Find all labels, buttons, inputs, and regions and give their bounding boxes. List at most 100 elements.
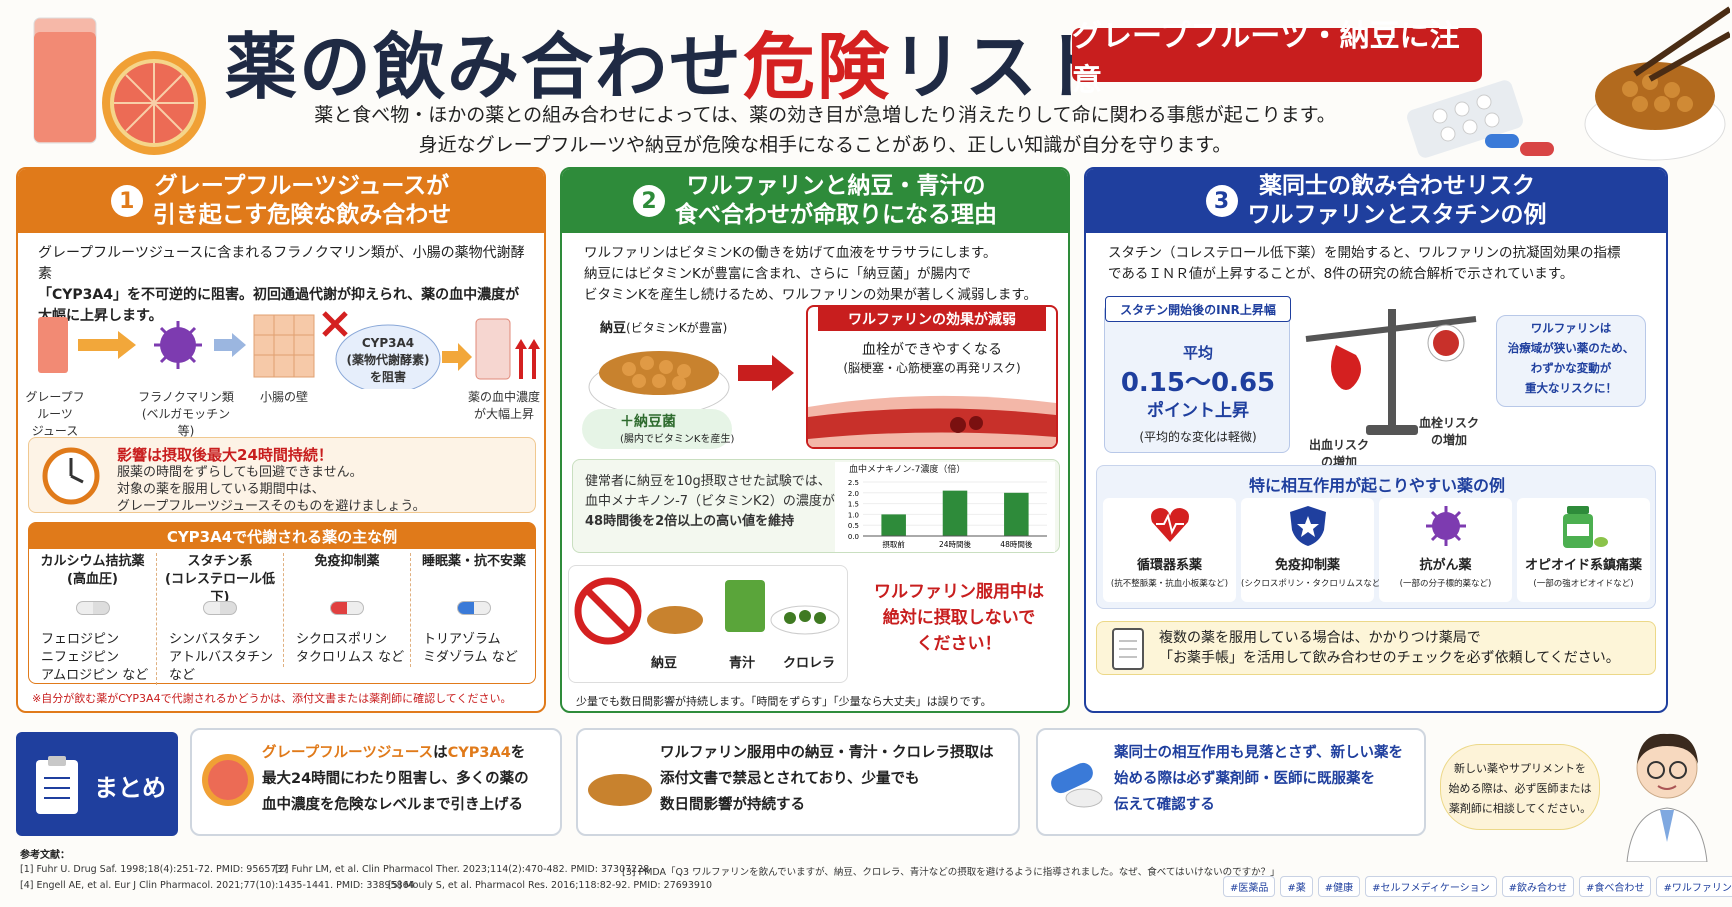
summary-text: ワルファリン服用中の納豆・青汁・クロレラ摂取は添付文書で禁忌とされており、少量で… (660, 745, 994, 813)
summary-item-warfarin: ワルファリン服用中の納豆・青汁・クロレラ摂取は添付文書で禁忌とされており、少量で… (576, 728, 1020, 836)
example-name: 循環器系薬 (1136, 558, 1202, 573)
study-text: 健常者に納豆を10g摂取させた試験では、血中メナキノン-7（ビタミンK2）の濃度… (585, 474, 835, 529)
drug-names: シンバスタチン アトルバスタチン など (169, 632, 274, 683)
example-sub: (抗不整脈薬・抗血小板薬など) (1110, 579, 1229, 589)
inr-box: スタチン開始後のINR上昇幅 平均 0.15～0.65 ポイント上昇 (平均的な… (1104, 296, 1291, 453)
x-tick-label: 摂取前 (882, 539, 905, 549)
capsule-icon (1051, 762, 1103, 808)
panel-header: 3 薬同士の飲み合わせリスクワルファリンとスタチンの例 (1086, 169, 1666, 233)
example-sub: (一部の分子標的薬など) (1399, 579, 1492, 589)
hashtag[interactable]: #薬 (1280, 876, 1313, 897)
drug-names: フェロジピン ニフェジピン アムロジピン など (41, 632, 149, 683)
grapefruit-panel: 1 グレープフルーツジュースが引き起こす危険な飲み合わせ グレープフルーツジュー… (16, 167, 546, 713)
hashtag[interactable]: #食べ合わせ (1579, 876, 1652, 897)
interaction-example-4: オピオイド系鎮痛薬 (一部の強オピオイドなど) (1517, 498, 1650, 602)
lead-text: 薬と食べ物・ほかの薬との組み合わせによっては、薬の効き目が急増したり消えたりして… (314, 104, 1336, 156)
section-number: 2 (633, 185, 665, 217)
doctor-illustration (1626, 733, 1708, 862)
natto-bowl-icon (588, 351, 730, 416)
natto-label: 納豆(ビタミンKが豊富) (600, 321, 728, 336)
warfarin-note-bubble: ワルファリンは 治療域が狭い薬のため、 わずかな変動が 重大なリスクに！ (1496, 315, 1646, 407)
reference-5: [5] Mouly S, et al. Pharmacol Res. 2016;… (388, 880, 713, 891)
example-sub: (一部の強オピオイドなど) (1533, 579, 1634, 589)
pill-icon (75, 601, 110, 615)
summary-text: グレープフルーツジュースはCYP3A4を 最大24時間にわたり阻害し、多くの薬の… (262, 745, 529, 813)
pill-icon (203, 601, 237, 615)
inr-note: (平均的な変化は軽微) (1139, 430, 1257, 444)
drug-interaction-panel: 3 薬同士の飲み合わせリスクワルファリンとスタチンの例 スタチン（コレステロール… (1084, 167, 1668, 713)
panel-footnote: 少量でも数日間影響が持続します。「時間をずらす」「少量なら大丈夫」は誤りです。 (576, 695, 992, 708)
bar-48時間後 (1004, 492, 1029, 536)
y-tick-label: 2.0 (848, 490, 859, 498)
inr-unit: ポイント上昇 (1147, 401, 1249, 421)
summary-label: まとめ (94, 774, 166, 802)
reference-3: [3] PMDA「Q3 ワルファリンを飲んでいますが、納豆、クロレラ、青汁などの… (622, 867, 1280, 878)
warfarin-natto-panel: 2 ワルファリンと納豆・青汁の食べ合わせが命取りになる理由 ワルファリンはビタミ… (560, 167, 1070, 713)
food-chlorella-label: クロレラ (783, 656, 836, 671)
balance-scale-icon (1305, 309, 1477, 435)
flow-furano-label: フラノクマリン類 (ベルガモッチン等) (138, 390, 234, 438)
reference-1: [1] Fuhr U. Drug Saf. 1998;18(4):251-72.… (20, 864, 289, 875)
hashtag[interactable]: #健康 (1317, 876, 1361, 897)
grapefruit-icon (202, 754, 254, 806)
panel-header: 1 グレープフルーツジュースが引き起こす危険な飲み合わせ (18, 169, 544, 233)
hashtag[interactable]: #セルフメディケーション (1365, 876, 1497, 897)
y-tick-label: 2.5 (848, 479, 859, 487)
panel-description: ワルファリンはビタミンKの働きを妨げて血液をサラサラにします。納豆にはビタミンK… (584, 245, 1038, 303)
drug-names: トリアゾラム ミダゾラム など (423, 632, 518, 665)
section-number: 3 (1205, 185, 1238, 217)
chart-title: 血中メナキノン-7濃度（倍） (849, 465, 966, 475)
y-tick-label: 1.5 (848, 501, 859, 509)
y-tick-label: 0.5 (848, 522, 859, 530)
prohibited-icon (574, 577, 642, 645)
drug-category-1: カルシウム拮抗薬 (高血圧)フェロジピン ニフェジピン アムロジピン など (29, 553, 156, 685)
example-name: オピオイド系鎮痛薬 (1524, 558, 1642, 573)
drug-names: シクロスポリン タクロリムス など (296, 632, 405, 665)
natto-icon (588, 774, 652, 806)
summary-item-interaction: 薬同士の相互作用も見落とさず、新しい薬を始める際は必ず薬剤師・医師に既服薬を伝え… (1036, 728, 1426, 836)
y-tick-label: 0.0 (848, 533, 859, 541)
bar-24時間後 (942, 490, 968, 536)
bar-摂取前 (881, 514, 906, 536)
references-label: 参考文献： (20, 850, 70, 861)
heart-icon (1103, 498, 1236, 548)
pill-icon (330, 601, 364, 615)
inr-avg: 平均 (1182, 344, 1213, 362)
study-box: 健常者に納豆を10g摂取させた試験では、血中メナキノン-7（ビタミンK2）の濃度… (572, 459, 1060, 553)
example-sub: (シクロスポリン・タクロリムスなど) (1241, 579, 1384, 589)
warning-title: 影響は摂取後最大24時間持続！ (117, 446, 333, 464)
drug-category-2: スタチン系 (コレステロール低下)シンバスタチン アトルバスタチン など (156, 553, 283, 685)
drug-category-label: 免疫抑制薬 (314, 554, 380, 569)
example-name: 抗がん薬 (1419, 558, 1472, 573)
inr-value: 0.15～0.65 (1120, 368, 1276, 398)
inr-label: スタチン開始後のINR上昇幅 (1105, 296, 1291, 322)
natto-pills-illustration (1400, 4, 1732, 164)
clipboard-icon (36, 756, 78, 814)
hashtag[interactable]: #ワルファリン (1656, 876, 1732, 897)
advice-text: 複数の薬を服用している場合は、かかりつけ薬局で「お薬手帳」を活用して飲み合わせの… (1159, 630, 1620, 666)
drug-category-4: 睡眠薬・抗不安薬トリアゾラム ミダゾラム など (410, 553, 537, 667)
effect-weakened-box: ワルファリンの効果が減弱 血栓ができやすくなる (脳梗塞・心筋梗塞の再発リスク) (806, 305, 1058, 449)
panel-description: グレープフルーツジュースに含まれるフラノクマリン類が、小腸の薬物代謝酵素「CYP… (38, 245, 525, 324)
cyp3a4-drug-list: CYP3A4で代謝される薬の主な例 カルシウム拮抗薬 (高血圧)フェロジピン ニ… (28, 522, 537, 685)
medicine-bottle-icon (1517, 498, 1650, 548)
interaction-example-3: 抗がん薬 (一部の分子標的薬など) (1379, 498, 1512, 602)
notebook-icon (1112, 628, 1144, 670)
warning-text: 服薬の時間をずらしても回避できません。対象の薬を服用している期間中は、グレープフ… (117, 465, 426, 514)
food-ban-box: 納豆 青汁 クロレラ (568, 565, 848, 683)
hashtag[interactable]: #飲み合わせ (1501, 876, 1575, 897)
summary-text: 薬同士の相互作用も見落とさず、新しい薬を始める際は必ず薬剤師・医師に既服薬を伝え… (1114, 745, 1403, 813)
pill-icon (457, 601, 491, 615)
panel-header: 2 ワルファリンと納豆・青汁の食べ合わせが命取りになる理由 (562, 169, 1068, 233)
food-natto-label: 納豆 (651, 656, 678, 671)
flow-blood-label: 薬の血中濃度 が大幅上昇 (467, 390, 540, 421)
hashtag[interactable]: #医薬品 (1223, 876, 1276, 897)
section-number: 1 (110, 185, 143, 217)
interaction-examples: 特に相互作用が起こりやすい薬の例 循環器系薬(抗不整脈薬・抗血小板薬など)免疫抑… (1096, 465, 1656, 609)
ban-warning: ワルファリン服用中は絶対に摂取しないでください！ (874, 582, 1044, 654)
drug-category-3: 免疫抑制薬シクロスポリン タクロリムス など (283, 553, 410, 667)
duration-warning: 影響は摂取後最大24時間持続！ 服薬の時間をずらしても回避できません。対象の薬を… (28, 437, 536, 514)
examples-title: 特に相互作用が起こりやすい薬の例 (1248, 476, 1505, 495)
flow-juice-label: グレープフルーツ ジュース (25, 390, 85, 438)
